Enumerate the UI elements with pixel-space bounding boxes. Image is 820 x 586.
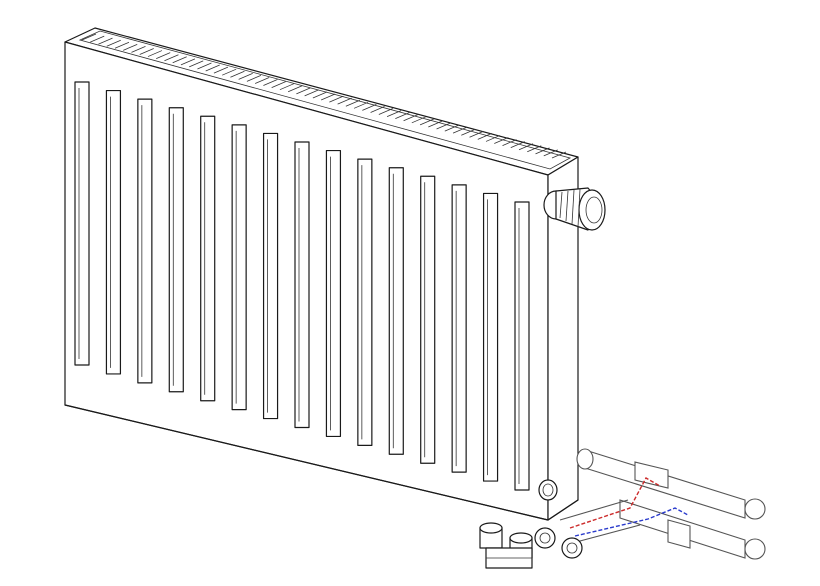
grille-fin	[197, 62, 212, 70]
grille-fin	[164, 54, 179, 62]
lockshield-valve-icon	[479, 522, 583, 569]
grille-fin	[180, 58, 196, 66]
panel-groove	[451, 184, 467, 473]
panel-groove	[514, 201, 530, 491]
grille-fin	[263, 79, 278, 86]
grille-fin	[172, 56, 187, 64]
panel-groove	[137, 98, 153, 384]
grille-fin	[353, 101, 369, 109]
grille-fin	[551, 151, 567, 159]
panel-groove	[388, 167, 404, 455]
grille-fin	[213, 66, 229, 74]
grille-fin	[230, 70, 245, 78]
grille-fin	[139, 48, 154, 55]
thermostatic-valve-head-icon	[543, 187, 606, 231]
grille-fin	[114, 41, 130, 49]
grille-fin	[279, 83, 295, 91]
panel-groove	[74, 81, 90, 366]
panel-groove	[200, 115, 216, 402]
grille-fin	[452, 126, 468, 134]
grille-fin	[287, 85, 303, 93]
grille-fin	[378, 108, 393, 115]
grille-fin	[304, 89, 319, 97]
grille-fin	[428, 120, 443, 128]
grille-fin	[189, 60, 204, 68]
grille-fin	[477, 133, 492, 140]
grille-fin	[255, 77, 270, 84]
panel-groove	[262, 132, 279, 420]
grille-fin	[329, 95, 344, 103]
grille-fin	[494, 137, 509, 144]
radiator-panel	[64, 41, 579, 521]
grille-fin	[123, 43, 138, 51]
grille-fin	[147, 50, 163, 57]
grille-fin	[337, 97, 352, 105]
panel-groove	[357, 158, 373, 446]
grille-fin	[419, 118, 435, 126]
grille-fin	[106, 39, 121, 47]
grille-fin	[90, 35, 105, 43]
panel-groove	[325, 149, 342, 438]
grille-fin	[98, 37, 113, 45]
grille-fin	[222, 68, 237, 76]
grille-fin	[320, 93, 336, 101]
grille-fin	[156, 52, 171, 59]
grille-fin	[461, 128, 476, 136]
top-grille	[64, 27, 579, 176]
panel-groove	[482, 192, 499, 482]
grille-fin	[312, 91, 328, 99]
grille-fin	[395, 112, 410, 120]
grille-fin	[131, 46, 146, 53]
bleed-valve-icon	[538, 479, 558, 501]
grille-fin	[518, 143, 534, 151]
grille-fin	[535, 147, 550, 155]
grille-fin	[81, 33, 97, 41]
grille-fin	[469, 130, 484, 138]
grille-fin	[485, 135, 501, 142]
panel-groove	[420, 175, 436, 464]
grille-fin	[444, 124, 459, 132]
grille-fin	[403, 114, 418, 122]
panel-groove	[294, 141, 310, 429]
grille-fin	[296, 87, 311, 95]
grille-fin	[345, 99, 361, 107]
supply-pipes	[576, 448, 766, 560]
grille-fin	[205, 64, 220, 72]
grille-fin	[386, 110, 402, 117]
grille-fin	[370, 106, 385, 113]
grille-fin	[411, 116, 426, 124]
grille-fin	[271, 81, 286, 88]
grille-fin	[543, 149, 558, 157]
grille-fin	[246, 75, 262, 82]
panel-grooves	[74, 81, 530, 491]
panel-groove	[168, 107, 184, 393]
panel-groove	[231, 124, 247, 411]
grille-fin	[510, 141, 525, 149]
grille-fin	[502, 139, 517, 146]
panel-groove	[105, 89, 122, 375]
grille-fin	[362, 104, 377, 111]
grille-fin	[238, 72, 253, 80]
grille-fin	[527, 145, 542, 153]
grille-fin	[436, 122, 451, 130]
